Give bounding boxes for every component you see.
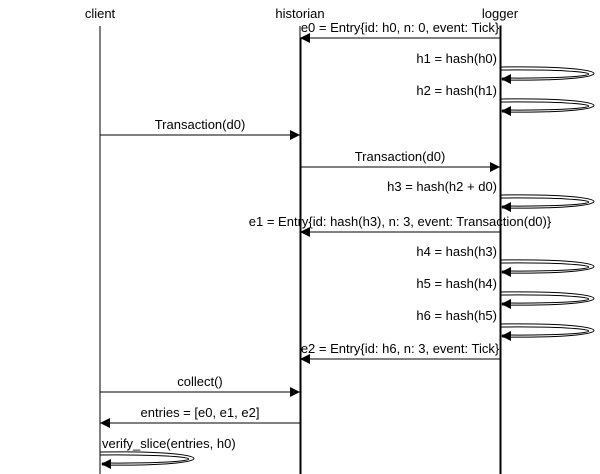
self-loop-line-inner <box>499 326 590 336</box>
message-10: h6 = hash(h5) <box>416 308 595 341</box>
self-loop-line <box>499 98 595 113</box>
message-label: Transaction(d0) <box>355 149 446 164</box>
message-label: entries = [e0, e1, e2] <box>141 405 260 420</box>
message-arrowhead <box>300 227 310 237</box>
message-arrowhead <box>290 130 300 140</box>
participant-historian: historian <box>275 6 324 21</box>
message-label: h5 = hash(h4) <box>416 276 497 291</box>
self-loop-arrowhead <box>501 106 511 116</box>
message-label: h4 = hash(h3) <box>416 244 497 259</box>
self-loop-line <box>499 259 595 274</box>
participant-client: client <box>85 6 116 21</box>
self-loop-arrowhead <box>501 299 511 309</box>
message-label: verify_slice(entries, h0) <box>102 436 236 451</box>
message-arrowhead <box>300 354 310 364</box>
message-2: h1 = hash(h0) <box>416 51 595 84</box>
message-7: e1 = Entry{id: hash(h3), n: 3, event: Tr… <box>249 214 552 237</box>
message-1: e0 = Entry{id: h0, n: 0, event: Tick} <box>300 20 500 43</box>
messages: e0 = Entry{id: h0, n: 0, event: Tick} h1 … <box>99 20 595 469</box>
message-12: collect() <box>100 374 300 397</box>
self-loop-line-inner <box>499 101 590 111</box>
message-label: e1 = Entry{id: hash(h3), n: 3, event: Tr… <box>249 214 552 229</box>
self-loop-line <box>499 291 595 306</box>
message-label: h3 = hash(h2 + d0) <box>387 179 497 194</box>
message-5: Transaction(d0) <box>300 149 500 172</box>
message-3: h2 = hash(h1) <box>416 83 595 116</box>
self-loop-line <box>499 66 595 81</box>
self-loop-line-inner <box>499 197 590 207</box>
message-arrowhead <box>100 418 110 428</box>
lifelines: client historian logger <box>85 6 519 474</box>
message-label: h2 = hash(h1) <box>416 83 497 98</box>
self-loop-line <box>499 323 595 338</box>
self-loop-line-inner <box>499 69 590 79</box>
message-arrowhead <box>490 162 500 172</box>
message-8: h4 = hash(h3) <box>416 244 595 277</box>
self-loop-line <box>99 451 195 466</box>
activation-bar-logger <box>499 25 502 474</box>
message-label: Transaction(d0) <box>155 117 246 132</box>
message-label: collect() <box>177 374 223 389</box>
message-label: e0 = Entry{id: h0, n: 0, event: Tick} <box>301 20 500 35</box>
message-label: e2 = Entry{id: h6, n: 3, event: Tick} <box>301 341 500 356</box>
self-loop-line-inner <box>499 294 590 304</box>
participant-logger: logger <box>482 6 519 21</box>
message-4: Transaction(d0) <box>100 117 300 140</box>
message-label: h1 = hash(h0) <box>416 51 497 66</box>
self-loop-line-inner <box>499 262 590 272</box>
message-13: entries = [e0, e1, e2] <box>100 405 300 428</box>
self-loop-line <box>499 194 595 209</box>
message-14: verify_slice(entries, h0) <box>99 436 236 469</box>
activation-bar-historian <box>299 37 302 474</box>
message-6: h3 = hash(h2 + d0) <box>387 179 595 212</box>
self-loop-line-inner <box>99 454 190 464</box>
message-label: h6 = hash(h5) <box>416 308 497 323</box>
self-loop-arrowhead <box>501 74 511 84</box>
self-loop-arrowhead <box>501 331 511 341</box>
message-11: e2 = Entry{id: h6, n: 3, event: Tick} <box>300 341 500 364</box>
message-arrowhead <box>300 33 310 43</box>
self-loop-arrowhead <box>501 202 511 212</box>
message-arrowhead <box>290 387 300 397</box>
message-9: h5 = hash(h4) <box>416 276 595 309</box>
self-loop-arrowhead <box>101 459 111 469</box>
self-loop-arrowhead <box>501 267 511 277</box>
